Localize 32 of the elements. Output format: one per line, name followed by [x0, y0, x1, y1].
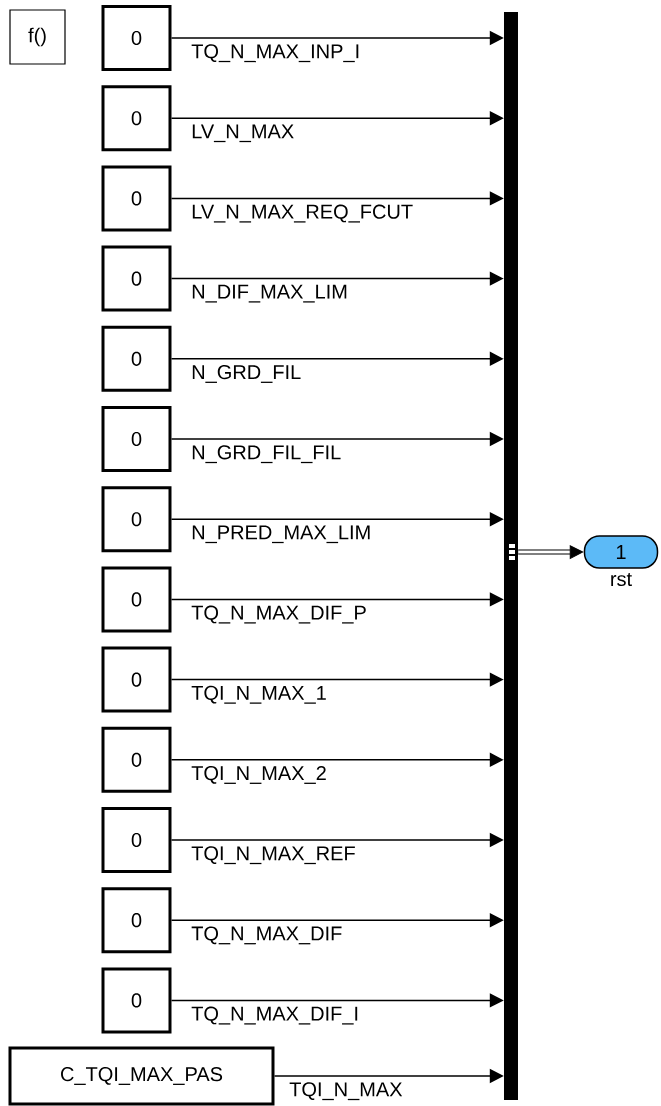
constant-block: 0: [101, 406, 172, 472]
signal-label: TQI_N_MAX_REF: [191, 846, 355, 865]
signal-label: TQI_N_MAX: [289, 1082, 403, 1101]
constant-block: 0: [101, 566, 172, 633]
signal-label: TQ_N_MAX_INP_I: [191, 44, 359, 63]
signal-label: N_GRD_FIL_FIL: [192, 445, 341, 464]
constant-block: C_TQI_MAX_PAS: [8, 1046, 275, 1106]
signal-label: LV_N_MAX_REQ_FCUT: [192, 204, 413, 223]
outport-block: 1: [583, 535, 659, 569]
signal-label: N_GRD_FIL: [192, 365, 301, 383]
constant-block: 0: [101, 85, 172, 152]
signal-label: TQ_N_MAX_DIF_P: [191, 605, 366, 624]
signal-label: TQI_N_MAX_2: [191, 766, 326, 784]
signal-label: TQ_N_MAX_DIF: [191, 926, 342, 945]
constant-block: 0: [101, 5, 172, 71]
signal-label: TQI_N_MAX_1: [191, 685, 326, 704]
function-block: f(): [9, 9, 66, 65]
port-name: rst: [611, 572, 632, 587]
constant-block: 0: [101, 245, 172, 312]
signal-label: LV_N_MAX: [192, 124, 294, 143]
constant-block: 0: [101, 807, 172, 873]
constant-block: 0: [101, 486, 172, 553]
constant-block: 0: [101, 325, 172, 392]
constant-block: 0: [101, 887, 172, 954]
constant-block: 0: [101, 165, 172, 232]
signal-label: TQ_N_MAX_DIF_I: [191, 1006, 358, 1025]
signal-label: N_PRED_MAX_LIM: [192, 525, 370, 544]
bus-arrow: [518, 545, 584, 559]
constant-block: 0: [101, 726, 172, 793]
constant-block: 0: [101, 646, 172, 713]
signal-label: N_DIF_MAX_LIM: [192, 284, 347, 303]
constant-block: 0: [101, 967, 172, 1034]
